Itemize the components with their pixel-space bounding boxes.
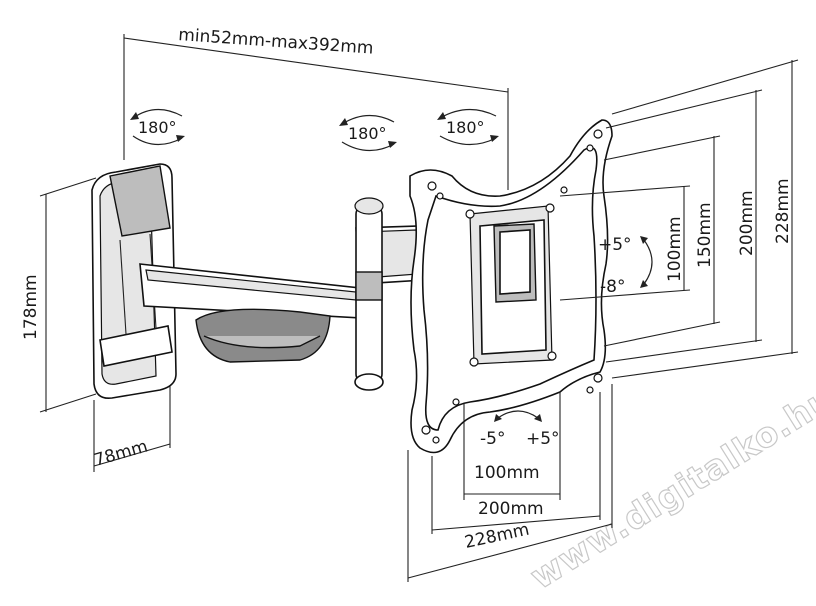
vesa-plate: [409, 119, 613, 454]
swivel-marker-head: 180°: [437, 108, 499, 146]
vesa-v-200-label: 200mm: [737, 190, 757, 256]
vesa-h-200-label: 200mm: [478, 499, 544, 519]
swivel-head-label: 180°: [446, 118, 485, 137]
level-plus-label: +5°: [526, 429, 560, 449]
wall-height-label: 178mm: [21, 274, 41, 340]
level-indicator: -5° +5°: [480, 410, 560, 449]
extension-dimension: min52mm-max392mm: [123, 25, 509, 190]
extension-label: min52mm-max392mm: [178, 25, 374, 59]
vesa-v-100-label: 100mm: [665, 216, 685, 282]
tilt-down-label: -8°: [600, 277, 625, 297]
vesa-vertical-dimensions: 100mm 150mm 200mm 228mm: [559, 59, 799, 379]
wall-plate: [91, 163, 177, 400]
tilt-indicator: +5° -8°: [598, 235, 653, 297]
wall-width-label: 78mm: [92, 436, 150, 470]
elbow-hinge: [354, 197, 384, 391]
swivel-elbow-label: 180°: [348, 124, 387, 143]
tilt-up-label: +5°: [598, 235, 632, 255]
swivel-marker-wall: 180°: [130, 108, 185, 146]
swivel-marker-elbow: 180°: [339, 114, 397, 152]
vesa-h-100-label: 100mm: [474, 463, 540, 483]
level-minus-label: -5°: [480, 429, 505, 449]
vesa-v-228-label: 228mm: [773, 178, 793, 244]
vesa-v-150-label: 150mm: [695, 202, 715, 268]
watermark-text: www.digitalko.hu: [524, 378, 816, 598]
swivel-wall-label: 180°: [138, 118, 177, 137]
wall-height-dimension: 178mm: [21, 177, 97, 413]
